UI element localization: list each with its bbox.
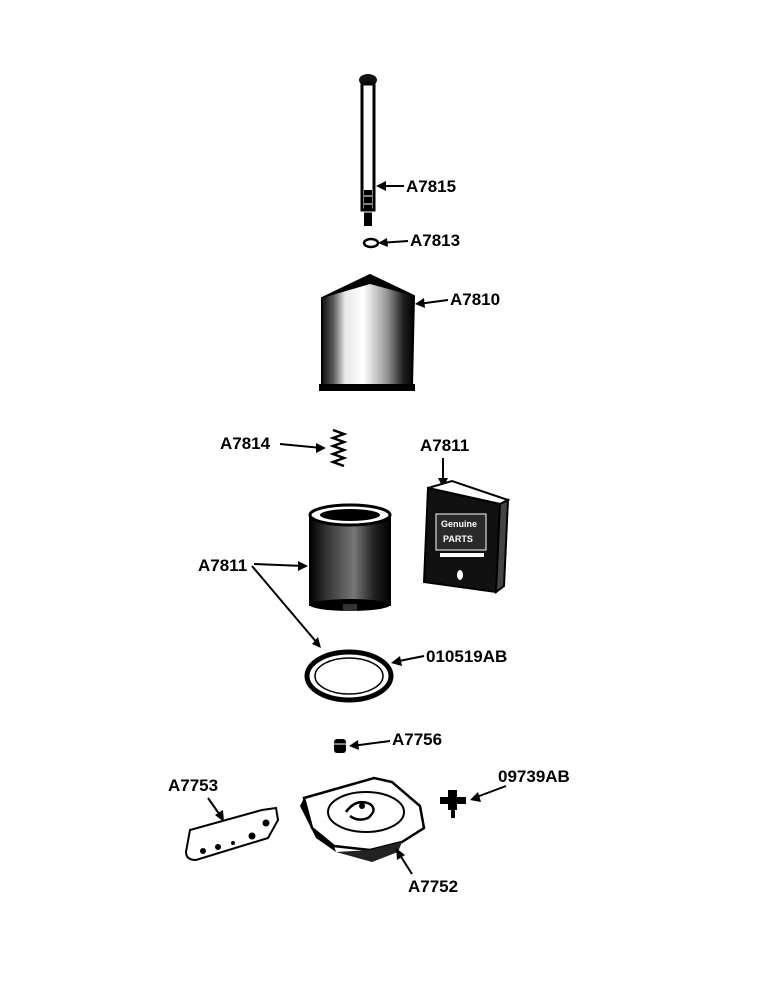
leader-010519ab	[391, 655, 425, 666]
leader-a7810	[415, 298, 449, 308]
leader-a7814	[279, 443, 326, 453]
label-a7756: A7756	[392, 730, 442, 749]
plug-a7756	[334, 739, 346, 753]
label-010519ab: 010519AB	[426, 647, 507, 666]
leader-09739ab	[470, 785, 507, 802]
washer-a7813	[362, 237, 380, 249]
label-a7811-element: A7811	[198, 556, 247, 575]
leader-a7752	[396, 848, 413, 875]
label-a7814: A7814	[220, 434, 271, 453]
base-a7752	[300, 776, 426, 862]
leader-a7756	[349, 740, 391, 750]
leader-a7813	[378, 238, 409, 247]
box-print-brand: Genuine	[441, 519, 477, 529]
leader-a7811-element	[251, 561, 321, 648]
label-a7811-box: A7811	[420, 436, 469, 455]
label-a7813: A7813	[410, 231, 460, 250]
label-a7810: A7810	[450, 290, 500, 309]
leader-a7753	[207, 797, 224, 822]
leader-a7815	[376, 181, 404, 191]
bracket-a7753	[184, 806, 280, 862]
label-a7752: A7752	[408, 877, 458, 896]
filter-box-a7811: Genuine PARTS	[422, 479, 511, 595]
label-a7815: A7815	[406, 177, 456, 196]
filter-element-a7811	[308, 503, 392, 611]
gasket-010519ab	[304, 649, 394, 703]
bolt-a7815	[359, 74, 377, 226]
spring-a7814	[329, 428, 348, 468]
label-a7753: A7753	[168, 776, 218, 795]
label-09739ab: 09739AB	[498, 767, 570, 786]
box-print-parts: PARTS	[443, 534, 473, 544]
fitting-09739ab	[440, 790, 466, 818]
filter-shell-a7810	[319, 273, 416, 391]
